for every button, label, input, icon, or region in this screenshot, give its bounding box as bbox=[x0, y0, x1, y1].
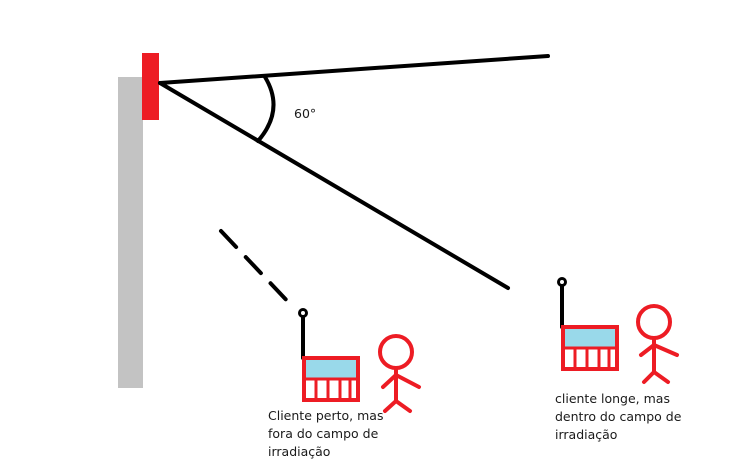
client-device-2 bbox=[561, 325, 619, 371]
caption-line: irradiação bbox=[268, 444, 331, 459]
wall bbox=[118, 77, 143, 388]
caption-line: cliente longe, mas bbox=[555, 391, 670, 406]
beam-lower-edge bbox=[158, 81, 510, 290]
client-far-caption: cliente longe, mas dentro do campo de irra… bbox=[555, 390, 681, 444]
caption-line: fora do campo de bbox=[268, 426, 379, 441]
caption-line: Cliente perto, mas bbox=[268, 408, 384, 423]
client-near-caption: Cliente perto, mas fora do campo de irradi… bbox=[268, 407, 383, 461]
access-point bbox=[142, 53, 159, 120]
angle-label: 60° bbox=[294, 106, 317, 121]
person-icon-2 bbox=[636, 304, 679, 384]
beam-upper-edge bbox=[158, 54, 550, 85]
client-device-1 bbox=[302, 356, 360, 402]
caption-line: irradiação bbox=[555, 427, 618, 442]
angle-arc bbox=[256, 75, 276, 143]
person-icon-1 bbox=[378, 334, 421, 413]
dashed-signal-line bbox=[219, 229, 295, 309]
caption-line: dentro do campo de bbox=[555, 409, 682, 424]
